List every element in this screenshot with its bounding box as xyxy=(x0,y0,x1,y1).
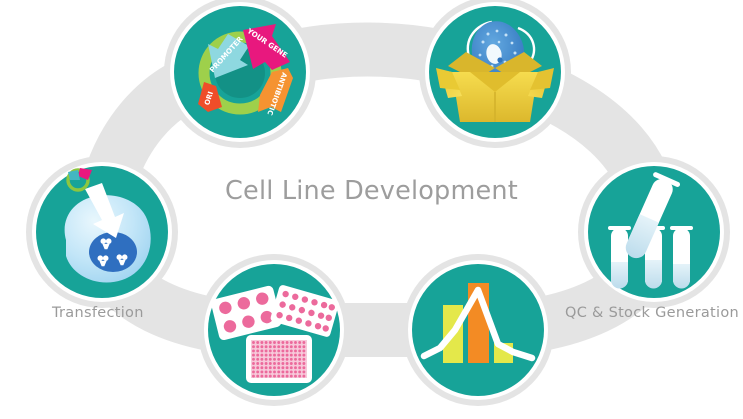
test-tube-standing-left xyxy=(608,226,631,289)
cell-transfection-icon xyxy=(64,168,151,283)
cell-nucleus xyxy=(89,232,137,272)
test-tube-tilted xyxy=(625,172,681,259)
node-screening-analysis[interactable] xyxy=(412,264,544,396)
mini-plasmid-icon xyxy=(66,168,92,192)
chart-distribution-curve xyxy=(420,286,536,362)
chromosomes xyxy=(97,238,128,267)
node-qc-stock[interactable] xyxy=(588,166,720,298)
delivery-arrow xyxy=(85,183,124,238)
node-label-qc-stock: QC & Stock Generation xyxy=(565,305,739,321)
plasmid-segment-ori: ORI xyxy=(198,82,222,112)
node-cell-banking[interactable] xyxy=(429,6,561,138)
page-title: Cell Line Development xyxy=(225,176,518,206)
node-cloning-plates[interactable] xyxy=(208,264,340,396)
node-label-transfection: Transfection xyxy=(52,305,144,321)
well-plates-icon xyxy=(211,285,339,383)
bar-chart-icon xyxy=(420,283,536,363)
test-tubes-icon xyxy=(608,172,693,289)
cell-in-box-icon xyxy=(436,20,554,122)
plate-24-well xyxy=(270,285,339,337)
plasmid-segment-antibiotic: ANTIBIOTIC xyxy=(258,68,293,116)
test-tube-standing-right xyxy=(670,226,693,289)
node-transfection[interactable] xyxy=(36,166,168,298)
plate-96-well xyxy=(246,335,312,383)
plasmid-label-ori: ORI xyxy=(203,91,215,107)
plate-6-well xyxy=(211,285,282,341)
node-plasmid-vector[interactable]: PROMOTER YOUR GENE ANTIBIOTIC ORI xyxy=(174,6,306,138)
